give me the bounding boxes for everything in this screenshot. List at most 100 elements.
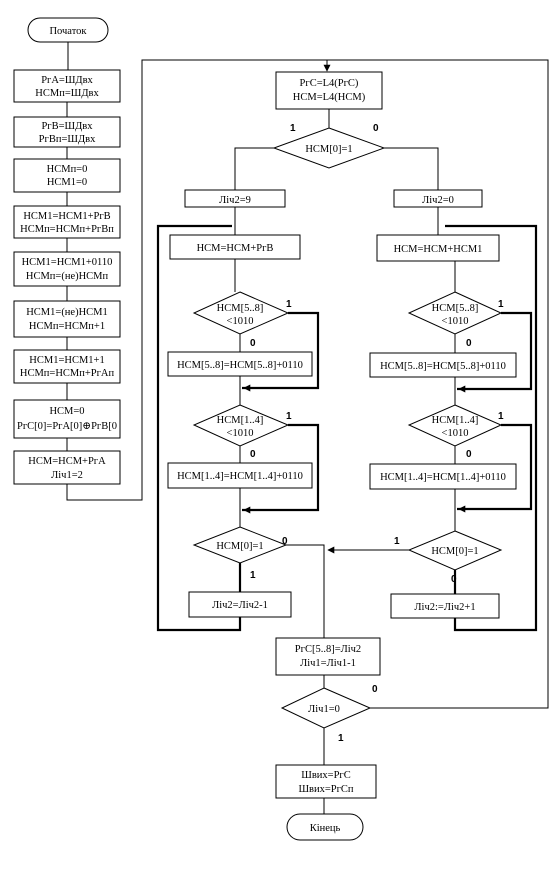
svg-text:1: 1: [290, 123, 296, 134]
svg-text:<1010: <1010: [227, 428, 254, 439]
svg-text:Лiч2=Лiч2-1: Лiч2=Лiч2-1: [212, 600, 268, 611]
svg-text:<1010: <1010: [442, 428, 469, 439]
end-label: Кінець: [310, 823, 341, 834]
svg-text:НСМп=НСМп+РгВп: НСМп=НСМп+РгВп: [20, 224, 114, 235]
store-block: РгС[5..8]=Лiч2 Лiч1=Лiч1-1: [275, 637, 381, 676]
svg-text:НСМп=НСМп+РгАп: НСМп=НСМп+РгАп: [20, 368, 115, 379]
svg-text:РгС[0]=РгА[0]⊕РгВ[0: РгС[0]=РгА[0]⊕РгВ[0: [17, 421, 117, 432]
svg-text:НСМ[5..8]=НСМ[5..8]+0110: НСМ[5..8]=НСМ[5..8]+0110: [380, 361, 506, 372]
svg-text:1: 1: [286, 299, 292, 310]
svg-text:0: 0: [466, 338, 472, 349]
left-cond-hi: НСМ[5..8] <1010: [192, 291, 290, 335]
svg-text:0: 0: [250, 449, 256, 460]
left-block-6: НСМ1=(не)НСМ1 НСМп=НСМп+1: [13, 300, 121, 338]
svg-text:Лiч1=Лiч1-1: Лiч1=Лiч1-1: [300, 658, 356, 669]
loop-back-to-shift: [327, 59, 549, 709]
left-dec-lich2: Лiч2=Лiч2-1: [188, 591, 292, 618]
left-to-main-connector: [66, 59, 327, 501]
output-block: Швих=РгС Швих=РгСп: [275, 764, 377, 799]
svg-text:НСМ[5..8]=НСМ[5..8]+0110: НСМ[5..8]=НСМ[5..8]+0110: [177, 360, 303, 371]
svg-text:НСМ[1..4]: НСМ[1..4]: [432, 415, 479, 426]
svg-text:НСМ=НСМ+НСМ1: НСМ=НСМ+НСМ1: [394, 244, 483, 255]
svg-text:НСМ=НСМ+РгА: НСМ=НСМ+РгА: [28, 456, 106, 467]
svg-text:НСМ1=(не)НСМ1: НСМ1=(не)НСМ1: [26, 307, 108, 318]
svg-text:0: 0: [373, 123, 379, 134]
svg-text:1: 1: [498, 411, 504, 422]
svg-text:Лiч2=9: Лiч2=9: [219, 195, 251, 206]
left-block-3: НСМп=0 НСМ1=0: [13, 158, 121, 193]
set-lich2-0: Лiч2=0: [393, 189, 483, 208]
svg-text:НСМ[1..4]=НСМ[1..4]+0110: НСМ[1..4]=НСМ[1..4]+0110: [380, 472, 506, 483]
right-cond-hi: НСМ[5..8] <1010: [407, 291, 503, 335]
svg-text:<1010: <1010: [442, 316, 469, 327]
svg-text:0: 0: [250, 338, 256, 349]
svg-text:НСМ[5..8]: НСМ[5..8]: [432, 303, 479, 314]
svg-text:1: 1: [498, 299, 504, 310]
right-corr-hi: НСМ[5..8]=НСМ[5..8]+0110: [369, 352, 517, 378]
svg-text:НСМ1=0: НСМ1=0: [47, 177, 87, 188]
left-block-4: НСМ1=НСМ1+РгВ НСМп=НСМп+РгВп: [13, 205, 121, 239]
svg-text:НСМ=0: НСМ=0: [49, 406, 84, 417]
left-block-9: НСМ=НСМ+РгА Лiч1=2: [13, 450, 121, 485]
svg-text:НСМп=0: НСМп=0: [47, 164, 88, 175]
merge-from-left: [286, 544, 325, 638]
left-block-2: РгВ=ШДвх РгВп=ШДвх: [13, 116, 121, 148]
svg-text:НСМ[1..4]: НСМ[1..4]: [217, 415, 264, 426]
svg-text:НСМ1=НСМ1+0110: НСМ1=НСМ1+0110: [22, 257, 113, 268]
svg-text:НСМ1=НСМ1+1: НСМ1=НСМ1+1: [29, 355, 104, 366]
svg-text:НСМ=НСМ+РгВ: НСМ=НСМ+РгВ: [197, 243, 274, 254]
left-column: Початок РгА=ШДвх НСМп=ШДвх РгВ=ШДвх РгВп…: [13, 17, 121, 485]
left-block-8: НСМ=0 РгС[0]=РгА[0]⊕РгВ[0: [13, 399, 121, 439]
svg-text:НСМ=L4(НСМ): НСМ=L4(НСМ): [293, 92, 366, 103]
end-terminator: [286, 813, 364, 841]
svg-text:НСМп=ШДвх: НСМп=ШДвх: [35, 88, 99, 99]
svg-text:<1010: <1010: [227, 316, 254, 327]
svg-text:НСМ[0]=1: НСМ[0]=1: [216, 541, 263, 552]
svg-text:РгС=L4(РгС): РгС=L4(РгС): [300, 78, 359, 89]
left-block-5: НСМ1=НСМ1+0110 НСМп=(не)НСМп: [13, 251, 121, 287]
svg-text:НСМ[1..4]=НСМ[1..4]+0110: НСМ[1..4]=НСМ[1..4]+0110: [177, 471, 303, 482]
svg-text:НСМ[0]=1: НСМ[0]=1: [305, 144, 352, 155]
left-corr-lo: НСМ[1..4]=НСМ[1..4]+0110: [167, 462, 313, 489]
left-block-1: РгА=ШДвх НСМп=ШДвх: [13, 69, 121, 103]
right-corr-lo: НСМ[1..4]=НСМ[1..4]+0110: [369, 463, 517, 490]
svg-text:Швих=РгС: Швих=РгС: [301, 770, 351, 781]
svg-text:Лiч1=0: Лiч1=0: [308, 704, 340, 715]
right-cond-lo: НСМ[1..4] <1010: [407, 404, 503, 447]
svg-text:0: 0: [372, 684, 378, 695]
left-add-block: НСМ=НСМ+РгВ: [169, 234, 301, 260]
left-cond-lo: НСМ[1..4] <1010: [192, 404, 290, 447]
shift-block: РгС=L4(РгС) НСМ=L4(НСМ): [275, 71, 383, 110]
right-inc-lich2: Лiч2:=Лiч2+1: [390, 593, 500, 619]
decision-main: НСМ[0]=1: [272, 127, 386, 169]
svg-text:Лiч2=0: Лiч2=0: [422, 195, 454, 206]
right-cond-loop: НСМ[0]=1: [407, 530, 503, 571]
svg-text:НСМ1=НСМ1+РгВ: НСМ1=НСМ1+РгВ: [23, 211, 110, 222]
svg-text:1: 1: [250, 570, 256, 581]
svg-text:РгВ=ШДвх: РгВ=ШДвх: [41, 121, 93, 132]
svg-text:1: 1: [338, 733, 344, 744]
svg-text:РгВп=ШДвх: РгВп=ШДвх: [39, 134, 96, 145]
svg-text:Швих=РгСп: Швих=РгСп: [298, 784, 353, 795]
svg-text:НСМ[5..8]: НСМ[5..8]: [217, 303, 264, 314]
svg-text:РгА=ШДвх: РгА=ШДвх: [41, 75, 93, 86]
svg-text:0: 0: [466, 449, 472, 460]
right-add-block: НСМ=НСМ+НСМ1: [376, 234, 500, 262]
svg-text:1: 1: [394, 536, 400, 547]
left-block-7: НСМ1=НСМ1+1 НСМп=НСМп+РгАп: [13, 349, 121, 384]
decision-end: Лiч1=0: [280, 687, 372, 729]
svg-text:НСМп=НСМп+1: НСМп=НСМп+1: [29, 321, 105, 332]
svg-text:РгС[5..8]=Лiч2: РгС[5..8]=Лiч2: [295, 644, 361, 655]
svg-text:0: 0: [282, 536, 288, 547]
left-cond-loop: НСМ[0]=1: [192, 526, 288, 564]
svg-text:1: 1: [286, 411, 292, 422]
set-lich2-9: Лiч2=9: [184, 189, 286, 208]
svg-text:Лiч1=2: Лiч1=2: [51, 470, 83, 481]
svg-text:Лiч2:=Лiч2+1: Лiч2:=Лiч2+1: [414, 602, 475, 613]
main-loop: РгС=L4(РгС) НСМ=L4(НСМ) НСМ[0]=1 1 0 Лiч…: [156, 59, 549, 841]
svg-text:НСМп=(не)НСМп: НСМп=(не)НСМп: [26, 271, 109, 282]
start-label: Початок: [49, 26, 87, 37]
svg-text:НСМ[0]=1: НСМ[0]=1: [431, 546, 478, 557]
left-corr-hi: НСМ[5..8]=НСМ[5..8]+0110: [167, 351, 313, 377]
